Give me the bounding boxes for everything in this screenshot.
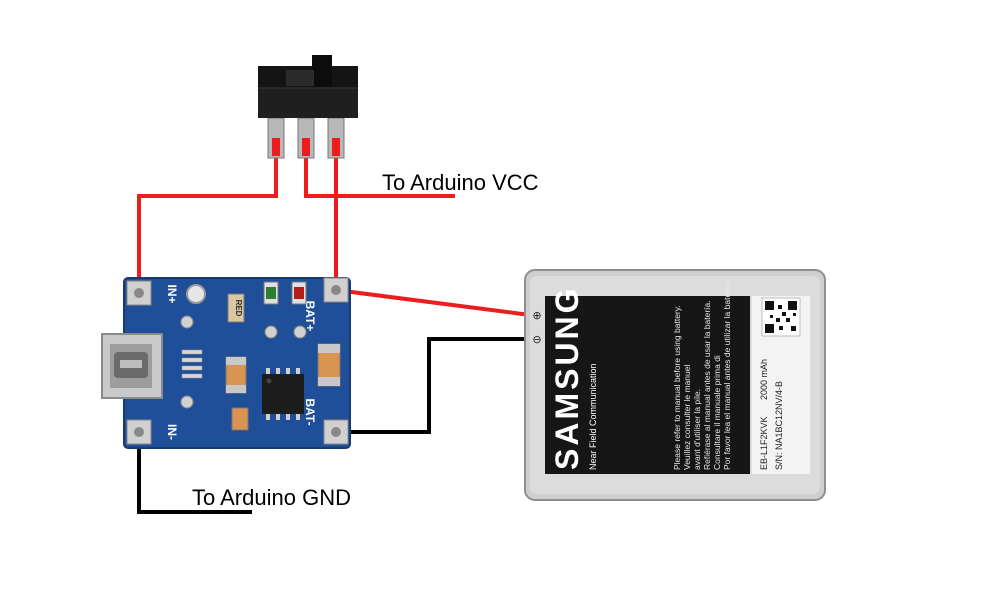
ic-pins-strip bbox=[181, 349, 203, 379]
label-arduino-gnd: To Arduino GND bbox=[192, 485, 351, 510]
label-arduino-vcc: To Arduino VCC bbox=[382, 170, 539, 195]
battery-warning-line: Por favor lea el manual antes de utiliza… bbox=[722, 281, 732, 470]
battery: ⊕ ⊖ SAMSUNG Near Field Communication Ple… bbox=[524, 269, 826, 501]
led-red bbox=[227, 293, 245, 323]
wire-switch-to-in-plus bbox=[137, 158, 278, 293]
silk-bat-minus: BAT- bbox=[303, 398, 317, 425]
battery-warning-line: Consultare il manuale prima di bbox=[712, 355, 722, 470]
battery-plus-mark: ⊕ bbox=[532, 309, 541, 322]
wire-bat-minus-to-battery bbox=[336, 337, 530, 434]
micro-usb-port bbox=[101, 333, 163, 399]
wire-in-minus-to-arduino-gnd bbox=[137, 432, 252, 514]
mounting-hole bbox=[186, 284, 206, 304]
battery-warning-line: Refiérase al manual antes de usar la bat… bbox=[702, 300, 712, 470]
pad-in-minus bbox=[126, 419, 152, 445]
wire-bat-plus-to-battery bbox=[335, 288, 531, 317]
battery-serial: S/N: NA1BC12NV/4-B bbox=[774, 381, 784, 470]
wires bbox=[137, 158, 531, 514]
silk-in-plus: IN+ bbox=[165, 284, 179, 303]
switch-actuator bbox=[312, 55, 332, 87]
silk-in-minus: IN- bbox=[165, 424, 179, 440]
battery-warning-line: avant d'utiliser la pile. bbox=[692, 389, 702, 470]
battery-model: EB-L1F2KVK bbox=[759, 416, 769, 470]
battery-warnings: Please refer to manual before using batt… bbox=[672, 281, 732, 470]
wire-switch-to-arduino-vcc bbox=[304, 158, 455, 198]
charger-board: IN+ IN- BAT+ BAT- RED bbox=[101, 277, 351, 449]
battery-warning-line: Please refer to manual before using batt… bbox=[672, 305, 682, 470]
silk-bat-plus: BAT+ bbox=[303, 301, 317, 332]
battery-label bbox=[545, 296, 750, 474]
silk-red: RED bbox=[234, 300, 243, 317]
battery-brand: SAMSUNG bbox=[549, 285, 585, 470]
battery-warning-line: Veuillez consulter le manuel bbox=[682, 365, 692, 470]
battery-minus-mark: ⊖ bbox=[532, 333, 541, 346]
qr-code bbox=[761, 297, 801, 337]
slide-switch bbox=[258, 55, 358, 159]
battery-sub-brand: Near Field Communication bbox=[588, 363, 598, 470]
battery-capacity: 2000 mAh bbox=[759, 359, 769, 400]
charger-ic bbox=[262, 368, 304, 420]
